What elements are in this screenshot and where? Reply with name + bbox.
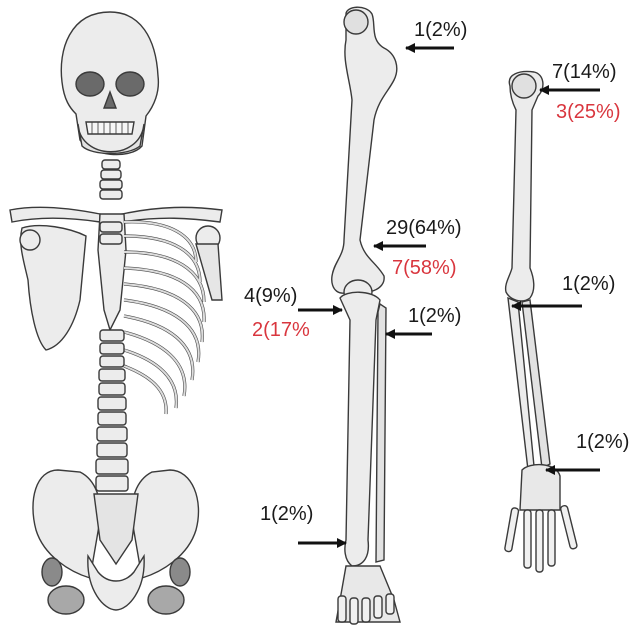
label-humerus-proximal-red: 3(25%) (556, 102, 620, 122)
label-tibia-proximal: 4(9%) (244, 286, 297, 306)
label-tibia-distal: 1(2%) (260, 504, 313, 524)
label-femur-distal-red: 7(58%) (392, 258, 456, 278)
left-clavicle (10, 207, 100, 222)
femur (332, 7, 397, 293)
fibula (376, 304, 386, 562)
sacrum (94, 494, 138, 564)
label-femur-head: 1(2%) (414, 20, 467, 40)
label-femur-distal: 29(64%) (386, 218, 462, 238)
upper-limb (504, 72, 577, 572)
label-forearm-distal: 1(2%) (576, 432, 629, 452)
lower-limb (332, 7, 400, 624)
label-fibula-proximal: 1(2%) (408, 306, 461, 326)
left-eye-socket (76, 72, 104, 96)
right-clavicle (122, 207, 222, 222)
right-eye-socket (116, 72, 144, 96)
label-humerus-proximal: 7(14%) (552, 62, 616, 82)
axial-skeleton (10, 12, 222, 614)
label-forearm-proximal: 1(2%) (562, 274, 615, 294)
label-tibia-proximal-red: 2(17% (252, 320, 310, 340)
tibia (340, 292, 380, 566)
humerus (506, 72, 543, 301)
